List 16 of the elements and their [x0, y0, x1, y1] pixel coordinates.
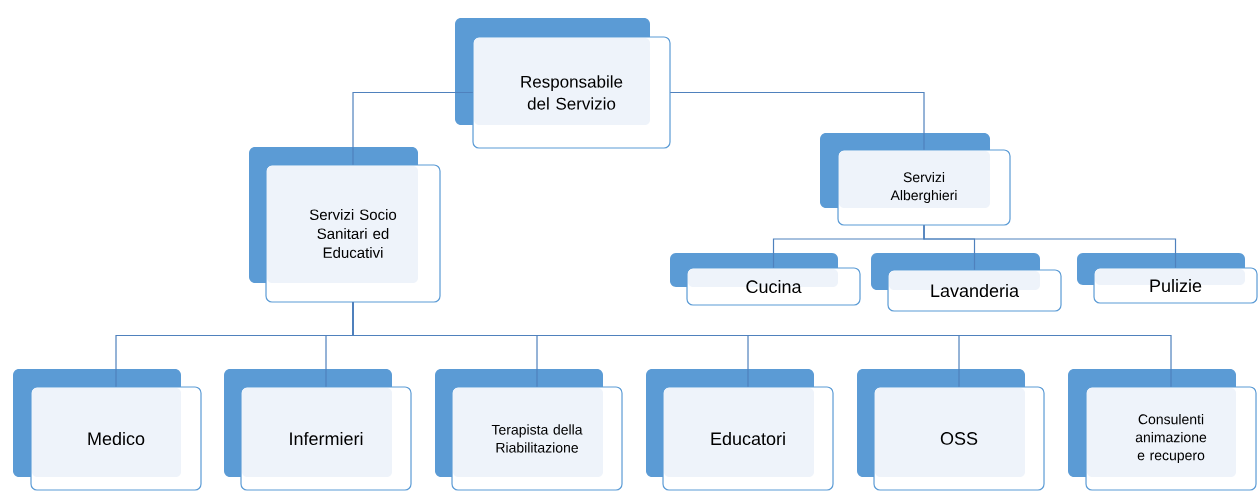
org-box: Terapista della Riabilitazione [435, 369, 623, 491]
connector-line [923, 224, 1177, 269]
org-box: Pulizie [1077, 253, 1258, 304]
org-box: Medico [13, 369, 202, 491]
connector-line [669, 91, 925, 151]
org-box: Cucina [670, 253, 861, 306]
org-box: Responsabile del Servizio [455, 18, 671, 149]
connector-line [352, 301, 1172, 388]
org-box: Consulenti animazione e recupero [1068, 369, 1257, 491]
org-box: Educatori [646, 369, 834, 491]
connector-line [352, 91, 474, 166]
org-box: Servizi Alberghieri [820, 133, 1011, 226]
org-box: OSS [857, 369, 1045, 491]
org-box: Infermieri [224, 369, 412, 491]
org-box: Servizi Socio Sanitari ed Educativi [249, 147, 441, 303]
org-box: Lavanderia [871, 253, 1062, 312]
